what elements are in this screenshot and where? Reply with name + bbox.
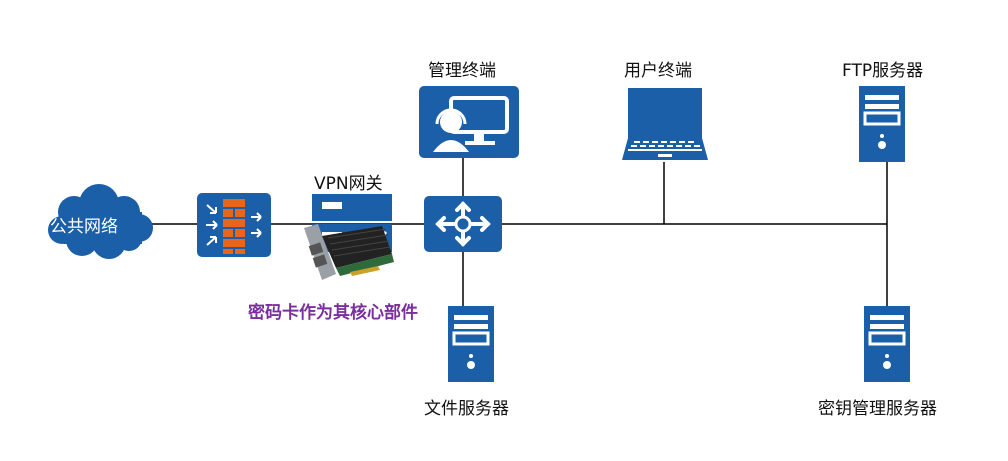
switch-node bbox=[424, 196, 502, 252]
user-terminal-node bbox=[622, 88, 708, 162]
public-network-node: 公共网络 bbox=[44, 182, 156, 262]
key-mgmt-server-node bbox=[864, 306, 910, 382]
ftp-server-node bbox=[859, 86, 905, 162]
user-terminal-label: 用户终端 bbox=[624, 61, 692, 81]
firewall-icon bbox=[197, 193, 271, 257]
crypto-card-node bbox=[300, 222, 400, 282]
cloud-icon bbox=[48, 184, 153, 259]
server-icon bbox=[448, 306, 494, 382]
laptop-icon bbox=[622, 88, 708, 160]
file-server-label: 文件服务器 bbox=[424, 399, 509, 419]
admin-terminal-label: 管理终端 bbox=[428, 61, 496, 81]
file-server-node bbox=[448, 306, 494, 382]
server-icon bbox=[859, 86, 905, 162]
router-switch-icon bbox=[424, 196, 502, 252]
firewall-node bbox=[197, 193, 271, 257]
ftp-server-label: FTP服务器 bbox=[842, 61, 924, 81]
admin-terminal-icon bbox=[419, 86, 519, 158]
crypto-card-annotation: 密码卡作为其核心部件 bbox=[248, 303, 418, 323]
vpn-gateway-label: VPN网关 bbox=[314, 174, 383, 194]
pcie-card-icon bbox=[304, 224, 394, 280]
server-icon bbox=[864, 306, 910, 382]
admin-terminal-node bbox=[419, 86, 519, 158]
key-mgmt-server-label: 密钥管理服务器 bbox=[818, 399, 937, 419]
public-network-label: 公共网络 bbox=[50, 217, 118, 237]
